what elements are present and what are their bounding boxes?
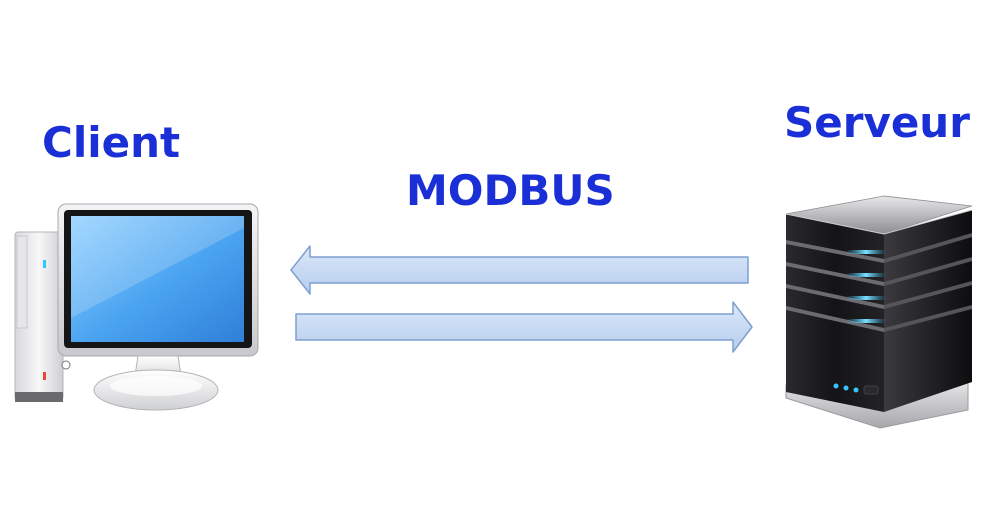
client-label: Client [42,118,181,167]
server-tower-icon [785,195,973,429]
server-label: Serveur [784,98,970,147]
protocol-label: MODBUS [406,166,615,215]
arrow-client-to-server [295,301,753,353]
arrow-server-to-client [290,245,749,295]
client-computer-icon [14,203,259,411]
